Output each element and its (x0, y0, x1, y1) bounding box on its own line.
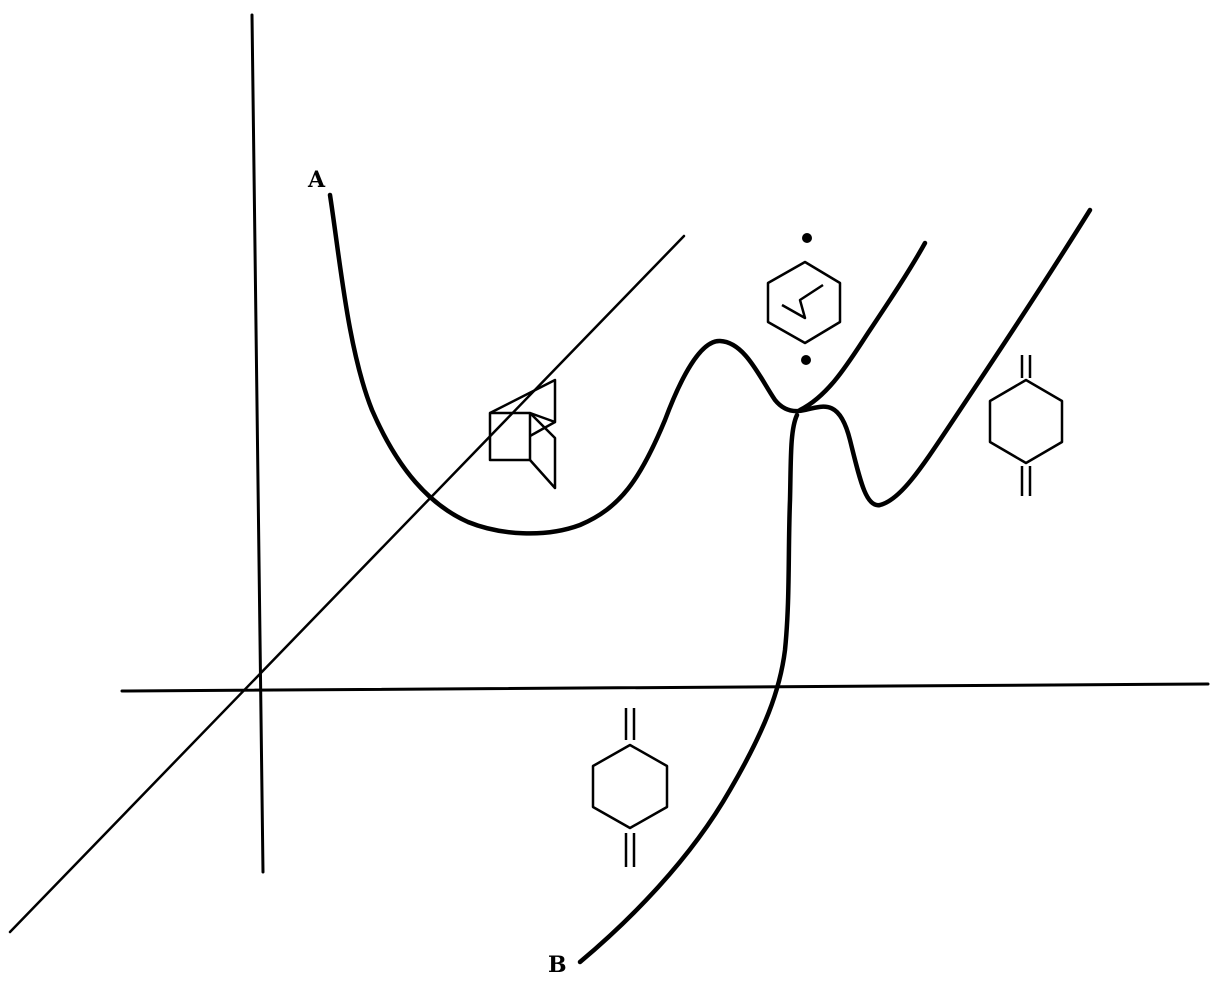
curve-a-branch (797, 240, 928, 413)
curve-a (327, 192, 1093, 536)
curve-b (577, 412, 800, 965)
diagonal-axis (8, 234, 686, 934)
cubane-prismane-icon (488, 378, 557, 490)
horizontal-axis (120, 682, 1210, 693)
curve-a-label: A (307, 167, 326, 193)
diradical-hexagon-icon (766, 233, 842, 365)
vertical-axis (250, 13, 265, 874)
curve-b-label: B (548, 952, 567, 978)
quinoid-hexagon-icon (988, 355, 1064, 496)
quinoid-hexagon-icon (591, 708, 669, 867)
